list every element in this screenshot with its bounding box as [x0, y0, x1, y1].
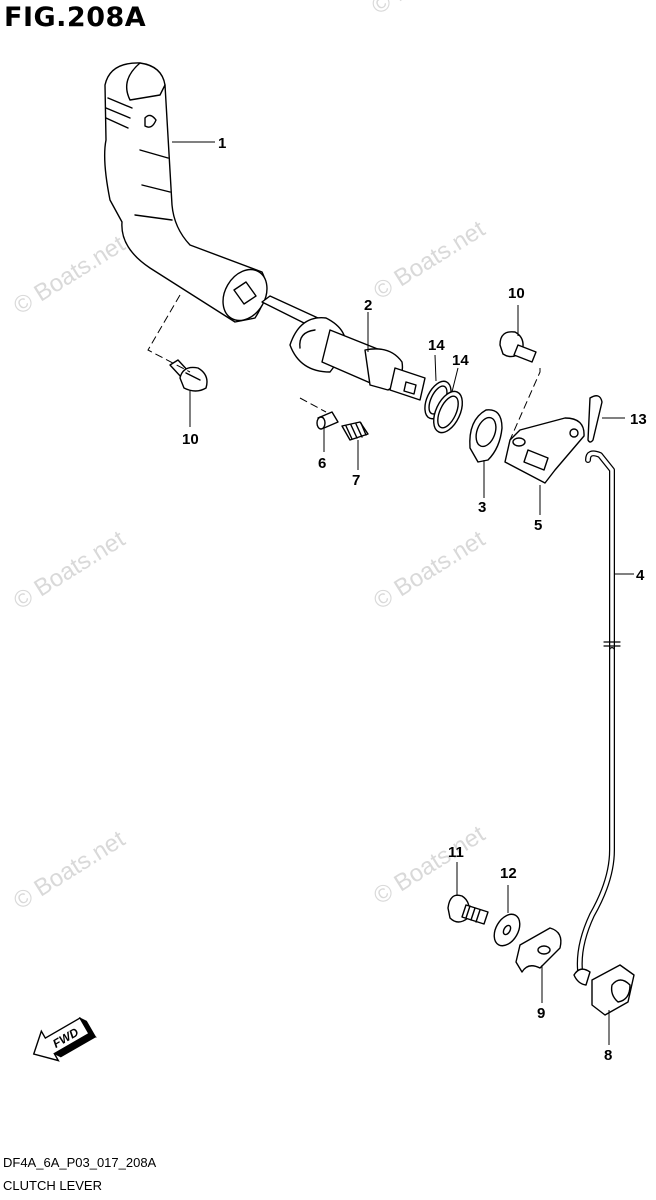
- watermark: © Boats.net: [369, 820, 490, 910]
- bolt-lower-part: [447, 894, 489, 925]
- callout-2: 2: [364, 297, 372, 314]
- rod-clip-part: [591, 964, 635, 1016]
- callout-3: 3: [478, 499, 486, 516]
- pin-part: [316, 411, 339, 430]
- callout-11: 11: [448, 844, 464, 861]
- spring-part: [341, 421, 369, 441]
- o-ring-part: [424, 380, 464, 434]
- callout-14-a: 14: [428, 337, 445, 354]
- watermark: © Boats.net: [369, 525, 490, 615]
- callout-8: 8: [604, 1047, 612, 1064]
- bolt-left-part: [169, 359, 208, 392]
- washer-part: [493, 913, 521, 947]
- callout-12: 12: [500, 865, 517, 882]
- callout-7: 7: [352, 472, 360, 489]
- callout-14-b: 14: [452, 352, 469, 369]
- callout-4: 4: [636, 567, 645, 584]
- callout-6: 6: [318, 455, 326, 472]
- clutch-rod-part: [573, 450, 621, 986]
- fwd-arrow-icon: FWD: [32, 1016, 97, 1062]
- watermark: © Boats.net: [369, 215, 490, 305]
- watermark: © Boats.net: [9, 230, 130, 320]
- clip-part: [515, 927, 562, 973]
- washer-plate-part: [469, 409, 503, 463]
- watermarks: © Boats.net © Boats.net © Boats.net © Bo…: [9, 0, 490, 915]
- figure-title: FIG.208A: [4, 2, 147, 33]
- watermark: © Boats.net: [9, 825, 130, 915]
- watermark: © Boats.net: [367, 0, 488, 20]
- clutch-lever-part: [103, 62, 268, 323]
- shaft-part: [261, 295, 426, 401]
- leader-lines: [147, 141, 634, 1045]
- bolt-upper-part: [499, 331, 537, 363]
- diagram-title: CLUTCH LEVER: [3, 1178, 102, 1193]
- callout-13: 13: [630, 411, 647, 428]
- callout-10-upper: 10: [508, 285, 525, 302]
- callout-10-left: 10: [182, 431, 199, 448]
- callouts: 1 2 3 4 5 6 7 8 9 10 10 11 12 13 14 14: [182, 135, 647, 1064]
- diagram-code: DF4A_6A_P03_017_208A: [3, 1155, 157, 1170]
- bracket-part: [504, 417, 585, 484]
- callout-9: 9: [537, 1005, 545, 1022]
- watermark: © Boats.net: [9, 525, 130, 615]
- callout-5: 5: [534, 517, 542, 534]
- cotter-pin-part: [587, 395, 603, 443]
- callout-1: 1: [218, 135, 226, 152]
